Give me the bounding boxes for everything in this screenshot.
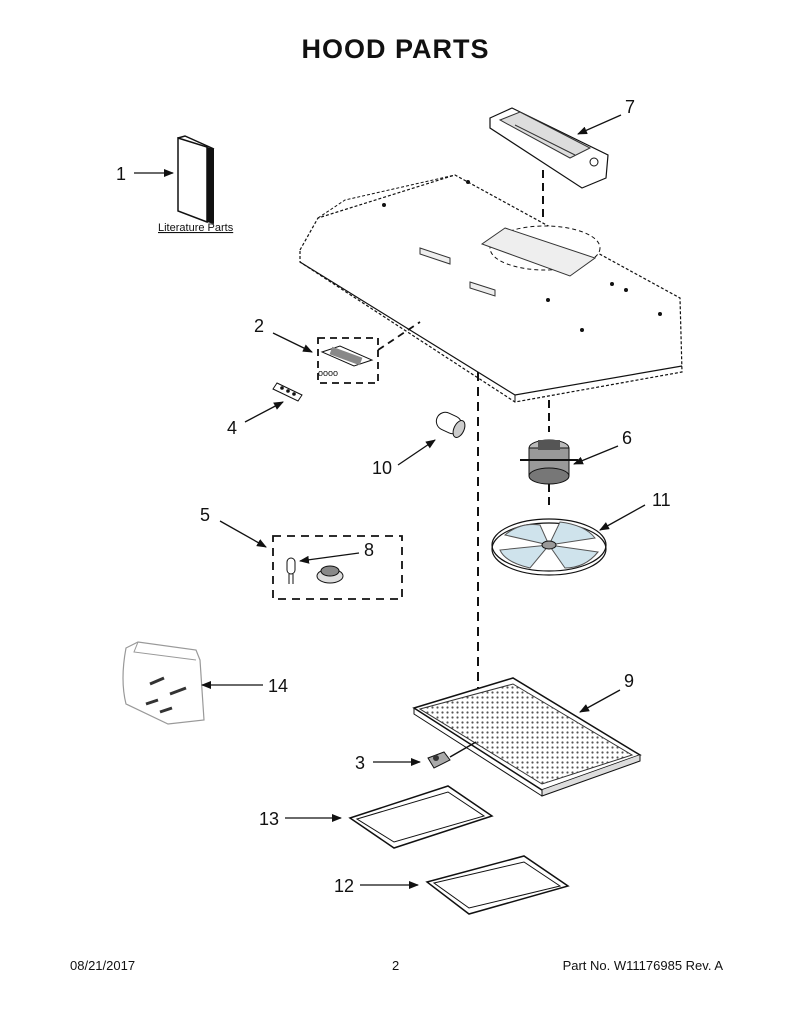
callout-14: 14 <box>268 676 288 696</box>
callout-7: 7 <box>625 97 635 117</box>
footer-part-number: Part No. W11176985 Rev. A <box>562 958 723 973</box>
switch-assembly: oooo <box>317 337 379 384</box>
callout-8: 8 <box>364 540 374 560</box>
damper-bracket <box>489 107 609 189</box>
leader-7 <box>577 114 622 135</box>
callout-12: 12 <box>334 876 354 896</box>
literature-parts-label: Literature Parts <box>158 222 234 234</box>
leader-2 <box>272 332 313 353</box>
tray-13 <box>348 785 494 849</box>
tray-12 <box>425 855 570 915</box>
button-strip <box>272 382 303 402</box>
callout-13: 13 <box>259 809 279 829</box>
leader-4 <box>244 401 284 423</box>
callout-2: 2 <box>254 316 264 336</box>
leader-5 <box>219 520 267 548</box>
footer-date: 08/21/2017 <box>70 958 136 973</box>
blower-motor <box>520 439 578 485</box>
light-kit-group <box>272 535 403 600</box>
svg-text:oooo: oooo <box>318 368 338 378</box>
filter-latch <box>427 751 451 769</box>
capacitor <box>435 411 466 438</box>
light-socket <box>316 565 344 584</box>
callout-3: 3 <box>355 753 365 773</box>
page-title: HOOD PARTS <box>301 34 490 64</box>
leader-8 <box>299 552 360 564</box>
callout-1: 1 <box>116 164 126 184</box>
callout-4: 4 <box>227 418 237 438</box>
footer-page-number: 2 <box>392 958 400 973</box>
leader-9 <box>579 689 621 713</box>
literature-booklet <box>177 135 215 224</box>
leader-6 <box>573 445 619 465</box>
leader-11 <box>599 504 646 531</box>
callout-9: 9 <box>624 671 634 691</box>
leader-10 <box>397 439 436 466</box>
latch-link-line <box>449 741 477 758</box>
callout-10: 10 <box>372 458 392 478</box>
callout-6: 6 <box>622 428 632 448</box>
hood-housing <box>299 174 683 403</box>
callout-11: 11 <box>652 490 671 510</box>
halogen-bulb <box>286 557 296 584</box>
hardware-bag <box>122 641 205 725</box>
callout-5: 5 <box>200 505 210 525</box>
fan-blade <box>491 518 607 576</box>
dash-line-2 <box>377 321 421 351</box>
grease-filter <box>412 677 642 797</box>
